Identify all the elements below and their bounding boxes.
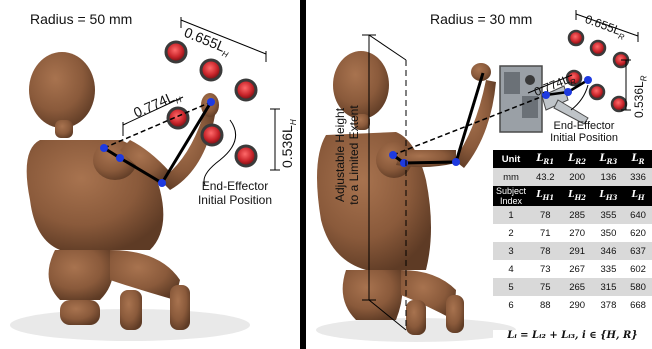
table-cell: 378 [593, 296, 624, 314]
table-cell: 78 [529, 206, 562, 224]
targets-right [567, 31, 628, 111]
table-cell: 335 [593, 260, 624, 278]
dim-side-left-value: 0.536L [279, 125, 295, 168]
dim-side-left-sub: H [289, 119, 298, 125]
dim-side-left: 0.536LH [279, 119, 298, 168]
joint-hand [207, 98, 215, 106]
subject-index: 3 [493, 242, 529, 260]
length-formula: Lᵢ = Lᵢ₂ + Lᵢ₃, i ∈ {H, R} [493, 330, 652, 341]
table-row: 1 78 285 355 640 [493, 206, 652, 224]
col-lr3-sub: R3 [607, 157, 618, 166]
left-illustration [0, 0, 300, 349]
right-panel: Radius = 30 mm 0.655LR 0.774LR 0.536LR E… [306, 0, 652, 349]
table-cell: 637 [624, 242, 652, 260]
table-cell: 136 [593, 168, 624, 186]
table-cell: 355 [593, 206, 624, 224]
adjustable-height-label: Adjustable Height to a Limited Extent [333, 55, 361, 255]
table-cell: 71 [529, 224, 562, 242]
subject-header-line2: Index [493, 196, 529, 206]
ee-label-right-line1: End-Effector [534, 120, 634, 132]
col-lr3: LR3 [593, 150, 624, 168]
table-row: 2 71 270 350 620 [493, 224, 652, 242]
subject-index-header: Subject Index [493, 186, 529, 206]
table-cell: 291 [562, 242, 593, 260]
left-panel: Radius = 50 mm 0.655LH 0.774LH 0.536LH E… [0, 0, 300, 349]
dim-side-right-sub: R [639, 76, 648, 82]
col-lr3-base: L [600, 153, 607, 164]
dim-side-right: 0.536LR [632, 76, 648, 118]
unit-header: Unit [493, 150, 529, 168]
table-cell: 73 [529, 260, 562, 278]
table-cell: 350 [593, 224, 624, 242]
col-lr1-sub: R1 [543, 157, 554, 166]
col-lh3: LH3 [593, 186, 624, 206]
ee-label-right: End-Effector Initial Position [534, 120, 634, 144]
joint-shoulder [100, 144, 108, 152]
subject-header-line1: Subject [493, 186, 529, 196]
table-cell: 315 [593, 278, 624, 296]
table-cell: 580 [624, 278, 652, 296]
dim-side-right-value: 0.536L [632, 81, 646, 118]
table-header-human: Subject Index LH1 LH2 LH3 LH [493, 186, 652, 206]
table-row: 3 78 291 346 637 [493, 242, 652, 260]
ee-label-left-line1: End-Effector [190, 179, 280, 193]
table-cell: 267 [562, 260, 593, 278]
table-cell: 43.2 [529, 168, 562, 186]
height-label-line2: to a Limited Extent [347, 55, 361, 255]
table-cell: 75 [529, 278, 562, 296]
table-cell: 602 [624, 260, 652, 278]
table-cell: 346 [593, 242, 624, 260]
table-row: 6 88 290 378 668 [493, 296, 652, 314]
mm-label: mm [493, 168, 529, 186]
col-lh: LH [624, 186, 652, 206]
col-lh2: LH2 [562, 186, 593, 206]
col-lh2-sub: H2 [575, 192, 586, 201]
subject-index: 6 [493, 296, 529, 314]
table-cell: 336 [624, 168, 652, 186]
table-cell: 668 [624, 296, 652, 314]
table-cell: 620 [624, 224, 652, 242]
col-lh1-sub: H1 [543, 192, 554, 201]
table-cell: 265 [562, 278, 593, 296]
radius-label-left: Radius = 50 mm [30, 11, 132, 27]
col-lh-sub: H [638, 192, 645, 201]
col-lr-sub: R [639, 157, 645, 166]
subject-index: 4 [493, 260, 529, 278]
height-label-line1: Adjustable Height [333, 55, 347, 255]
target-bottom-right [236, 146, 256, 166]
col-lh1: LH1 [529, 186, 562, 206]
table-cell: 640 [624, 206, 652, 224]
col-lr: LR [624, 150, 652, 168]
table-cell: 290 [562, 296, 593, 314]
table-row-mm: mm 43.2 200 136 336 [493, 168, 652, 186]
radius-label-right: Radius = 30 mm [430, 11, 532, 27]
target-top [201, 60, 221, 80]
joint-shoulder-2 [116, 154, 124, 162]
ee-label-left-line2: Initial Position [190, 193, 280, 207]
col-lr2: LR2 [562, 150, 593, 168]
table-cell: 88 [529, 296, 562, 314]
subject-index: 5 [493, 278, 529, 296]
target-left [168, 108, 188, 128]
target-right [236, 80, 256, 100]
subject-index: 1 [493, 206, 529, 224]
target-bottom [202, 125, 222, 145]
ee-label-left: End-Effector Initial Position [190, 179, 280, 207]
col-lr2-sub: R2 [575, 157, 586, 166]
subject-index: 2 [493, 224, 529, 242]
table-row: 4 73 267 335 602 [493, 260, 652, 278]
ee-label-right-line2: Initial Position [534, 132, 634, 144]
table-cell: 200 [562, 168, 593, 186]
dimensions-table: Unit LR1 LR2 LR3 LR mm 43.2 200 136 336 … [493, 150, 652, 314]
table-cell: 78 [529, 242, 562, 260]
joint-elbow [158, 179, 166, 187]
col-lr1: LR1 [529, 150, 562, 168]
table-header-robot: Unit LR1 LR2 LR3 LR [493, 150, 652, 168]
table-cell: 285 [562, 206, 593, 224]
table-row: 5 75 265 315 580 [493, 278, 652, 296]
target-top-left [166, 42, 186, 62]
col-lh3-sub: H3 [606, 192, 617, 201]
col-lr-base: L [632, 153, 639, 164]
table-cell: 270 [562, 224, 593, 242]
